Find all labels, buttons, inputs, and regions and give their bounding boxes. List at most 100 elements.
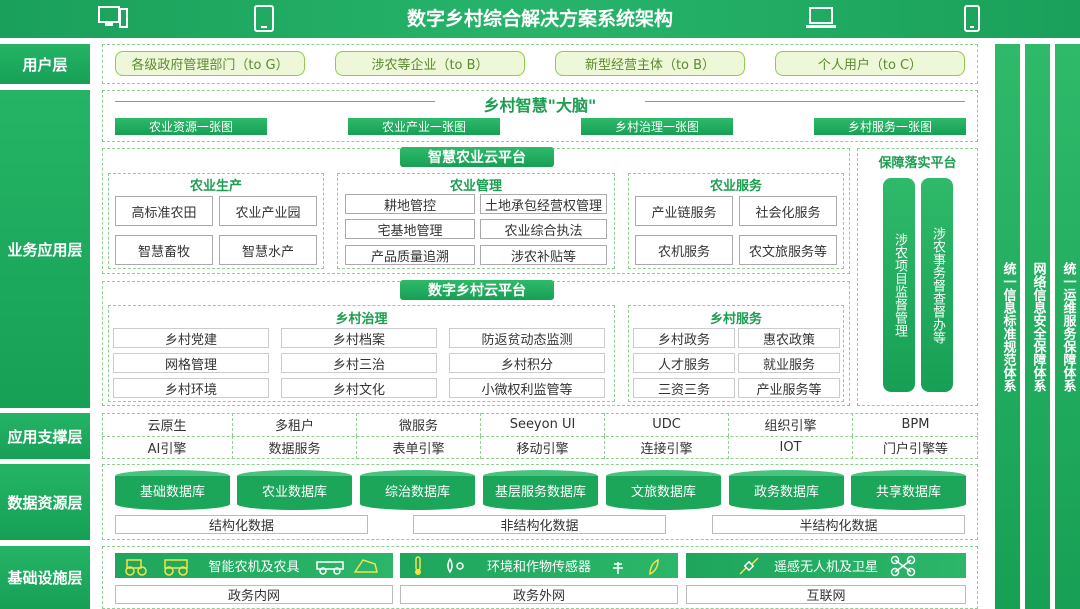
gov-archives: 乡村档案 xyxy=(281,328,437,348)
svc-three-assets: 三资三务 xyxy=(633,378,735,398)
layer-user: 用户层 xyxy=(0,44,90,84)
support-org-engine: 组织引擎 xyxy=(729,413,853,436)
item-subsidy: 涉农补贴等 xyxy=(480,245,607,265)
brain-line-right xyxy=(645,101,965,102)
guarantee-panel xyxy=(857,148,978,406)
support-row-2: AI引擎 数据服务 表单引擎 移动引擎 连接引擎 IOT 门户引擎等 xyxy=(102,436,978,459)
support-connect-engine: 连接引擎 xyxy=(605,436,729,459)
user-operator: 新型经营主体（to B） xyxy=(555,51,745,76)
infra-sensors: 环境和作物传感器 xyxy=(400,553,678,578)
svc-employment: 就业服务 xyxy=(738,353,840,373)
item-agri-park: 农业产业园 xyxy=(219,196,317,226)
phone-icon xyxy=(964,5,980,32)
agri-services-title: 农业服务 xyxy=(709,179,762,194)
data-semistructured: 半结构化数据 xyxy=(712,515,965,534)
db-gov-affairs: 政务数据库 xyxy=(729,470,844,510)
desktop-icon xyxy=(98,6,128,28)
svc-talent: 人才服务 xyxy=(633,353,735,373)
user-enterprise: 涉农等企业（to B） xyxy=(335,51,525,76)
item-law-enforcement: 农业综合执法 xyxy=(480,219,607,239)
svc-policy: 惠农政策 xyxy=(738,328,840,348)
side-operations: 统一运维服务保障体系 xyxy=(1055,44,1080,609)
net-external: 政务外网 xyxy=(400,585,678,604)
gov-poverty-monitor: 防返贫动态监测 xyxy=(449,328,605,348)
infra-remote-sensing: 遥感无人机及卫星 xyxy=(686,553,966,578)
support-ai-engine: AI引擎 xyxy=(102,436,233,459)
item-high-std-farmland: 高标准农田 xyxy=(115,196,213,226)
village-services-title: 乡村服务 xyxy=(709,312,762,327)
item-land-contract: 土地承包经营权管理 xyxy=(480,194,607,214)
map-service: 乡村服务一张图 xyxy=(814,118,966,135)
brain-line-left xyxy=(115,101,435,102)
gov-party-building: 乡村党建 xyxy=(113,328,269,348)
item-chain-service: 产业链服务 xyxy=(635,196,733,226)
gov-power-supervision: 小微权利监管等 xyxy=(449,378,605,398)
item-homestead: 宅基地管理 xyxy=(345,219,475,239)
net-internet: 互联网 xyxy=(686,585,966,604)
support-mobile-engine: 移动引擎 xyxy=(481,436,605,459)
svc-industry: 产业服务等 xyxy=(738,378,840,398)
item-smart-aquatic: 智慧水产 xyxy=(219,235,317,265)
support-divider xyxy=(102,436,978,437)
support-udc: UDC xyxy=(605,413,729,436)
smart-agri-title: 智慧农业云平台 xyxy=(400,147,554,167)
db-grassroots: 基层服务数据库 xyxy=(483,470,598,510)
db-shared: 共享数据库 xyxy=(851,470,966,510)
map-governance: 乡村治理一张图 xyxy=(581,118,733,135)
db-agri: 农业数据库 xyxy=(237,470,352,510)
gov-culture: 乡村文化 xyxy=(281,378,437,398)
item-smart-livestock: 智慧畜牧 xyxy=(115,235,213,265)
support-multi-tenant: 多租户 xyxy=(233,413,357,436)
page-title: 数字乡村综合解决方案系统架构 xyxy=(406,8,673,30)
item-tourism-service: 农文旅服务等 xyxy=(739,235,837,265)
village-governance-title: 乡村治理 xyxy=(335,312,388,327)
guarantee-affairs-supervision: 涉农事务督查督办等 xyxy=(921,178,953,392)
brain-title: 乡村智慧"大脑" xyxy=(483,96,597,115)
agri-management-title: 农业管理 xyxy=(449,179,502,194)
satellite-icon xyxy=(739,557,759,575)
page-title-bar: 数字乡村综合解决方案系统架构 xyxy=(0,0,1080,38)
item-traceability: 产品质量追溯 xyxy=(345,245,475,265)
layer-business: 业务应用层 xyxy=(0,90,90,408)
map-industry: 农业产业一张图 xyxy=(348,118,500,135)
agri-production-title: 农业生产 xyxy=(189,179,242,194)
infra-sensors-label: 环境和作物传感器 xyxy=(486,560,591,575)
item-cultivated-land: 耕地管控 xyxy=(345,194,475,214)
support-seeyon-ui: Seeyon UI xyxy=(481,413,605,436)
support-iot: IOT xyxy=(729,436,853,459)
tractor-icon xyxy=(125,559,188,576)
gov-three-governance: 乡村三治 xyxy=(281,353,437,373)
plant-icon xyxy=(613,558,659,576)
support-row-1: 云原生 多租户 微服务 Seeyon UI UDC 组织引擎 BPM xyxy=(102,413,978,436)
harvester-icon xyxy=(316,559,378,575)
tablet-icon xyxy=(254,5,274,32)
support-bpm: BPM xyxy=(901,417,930,432)
data-structured: 结构化数据 xyxy=(115,515,368,534)
gov-environment: 乡村环境 xyxy=(113,378,269,398)
data-unstructured: 非结构化数据 xyxy=(413,515,666,534)
layer-infra: 基础设施层 xyxy=(0,546,90,609)
net-internal: 政务内网 xyxy=(115,585,393,604)
guarantee-project-supervision: 涉农项目监督管理 xyxy=(883,178,915,392)
map-resource: 农业资源一张图 xyxy=(115,118,267,135)
thermometer-icon xyxy=(415,556,464,575)
user-gov: 各级政府管理部门（to G） xyxy=(115,51,305,76)
infra-machinery-label: 智能农机及农具 xyxy=(208,560,300,575)
support-form-engine: 表单引擎 xyxy=(357,436,481,459)
gov-points: 乡村积分 xyxy=(449,353,605,373)
db-tourism: 文旅数据库 xyxy=(606,470,721,510)
db-governance: 综治数据库 xyxy=(360,470,475,510)
layer-data: 数据资源层 xyxy=(0,464,90,540)
item-social-service: 社会化服务 xyxy=(739,196,837,226)
digital-village-title: 数字乡村云平台 xyxy=(400,280,554,300)
support-microservice: 微服务 xyxy=(357,413,481,436)
side-standards: 统一信息标准规范体系 xyxy=(995,44,1020,609)
svc-affairs: 乡村政务 xyxy=(633,328,735,348)
guarantee-title: 保障落实平台 xyxy=(878,156,957,171)
laptop-icon xyxy=(806,7,836,28)
side-security: 网络信息安全保障体系 xyxy=(1025,44,1050,609)
infra-remote-sensing-label: 遥感无人机及卫星 xyxy=(773,560,878,575)
drone-icon xyxy=(890,555,916,577)
support-data-service: 数据服务 xyxy=(233,436,357,459)
support-portal-engine: 门户引擎等 xyxy=(882,442,948,457)
